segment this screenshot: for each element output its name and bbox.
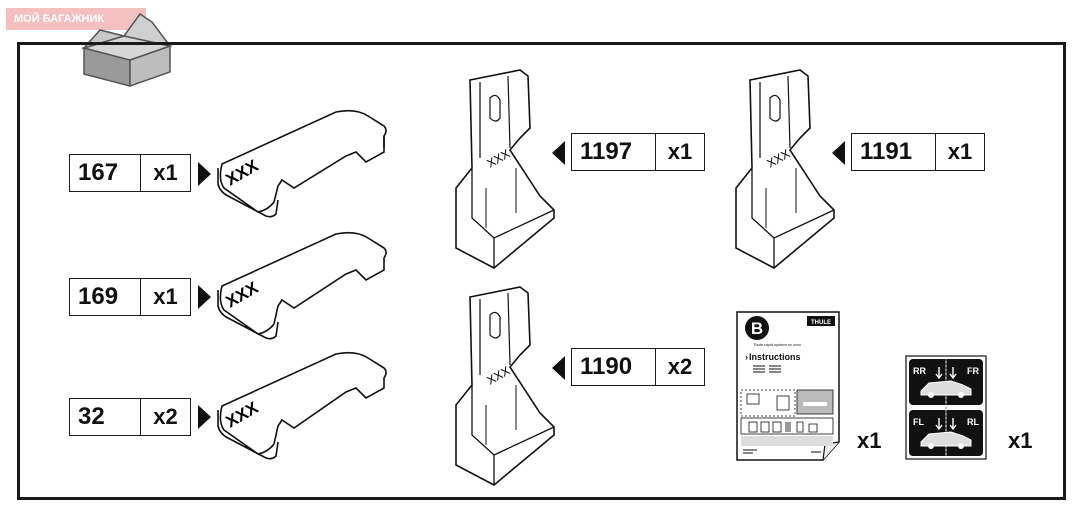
position-stickers: RR FR FL RL [905,355,987,460]
pad-169: XXX [217,231,387,340]
part-quantity: x2 [153,404,178,429]
part-code: 32 [70,399,141,435]
pointer-arrow [832,141,845,165]
part-code: 167 [70,155,141,191]
sticker-label: FR [967,366,979,376]
watermark: МОЙ БАГАЖНИК [6,8,146,30]
pad-32: XXX [217,351,387,460]
booklet-heading: Instructions [749,352,801,362]
part-label-32: 32 x2 [69,398,191,436]
sticker-label: RR [913,366,926,376]
bracket-1190: XXX [455,286,555,486]
part-label-169: 169 x1 [69,278,191,316]
booklet-letter: B [751,319,763,338]
part-label-1191: 1191 x1 [851,133,985,171]
pointer-arrow [552,356,565,380]
part-label-1190: 1190 x2 [571,348,705,386]
booklet-subtitle: Thule rapid system xx xxxx [753,342,801,347]
booklet-brand: THULE [811,320,831,326]
pointer-arrow [552,141,565,165]
part-quantity: x1 [153,160,178,185]
pad-167: XXX [217,109,387,218]
pointer-arrow [198,285,211,309]
booklet-quantity: x1 [857,428,882,453]
sticker-label: FL [913,417,924,427]
part-quantity: x1 [153,284,178,309]
pointer-arrow [198,162,211,186]
part-label-1197: 1197 x1 [571,133,705,171]
sticker-label: RL [967,417,979,427]
part-quantity: x1 [947,139,973,164]
part-code: 1190 [572,349,656,385]
part-code: 1191 [852,134,936,170]
part-quantity: x1 [667,139,693,164]
pointer-arrow [198,405,211,429]
instruction-booklet: B THULE Thule rapid system xx xxxx Instr… [736,311,840,461]
part-code: 1197 [572,134,656,170]
stickers-quantity: x1 [1008,428,1033,453]
bracket-1197: XXX [455,69,555,269]
content-frame [17,42,1066,500]
part-label-167: 167 x1 [69,154,191,192]
part-code: 169 [70,279,141,315]
svg-text:›: › [745,352,748,362]
part-quantity: x2 [667,354,693,379]
bracket-1191: XXX [735,69,835,269]
